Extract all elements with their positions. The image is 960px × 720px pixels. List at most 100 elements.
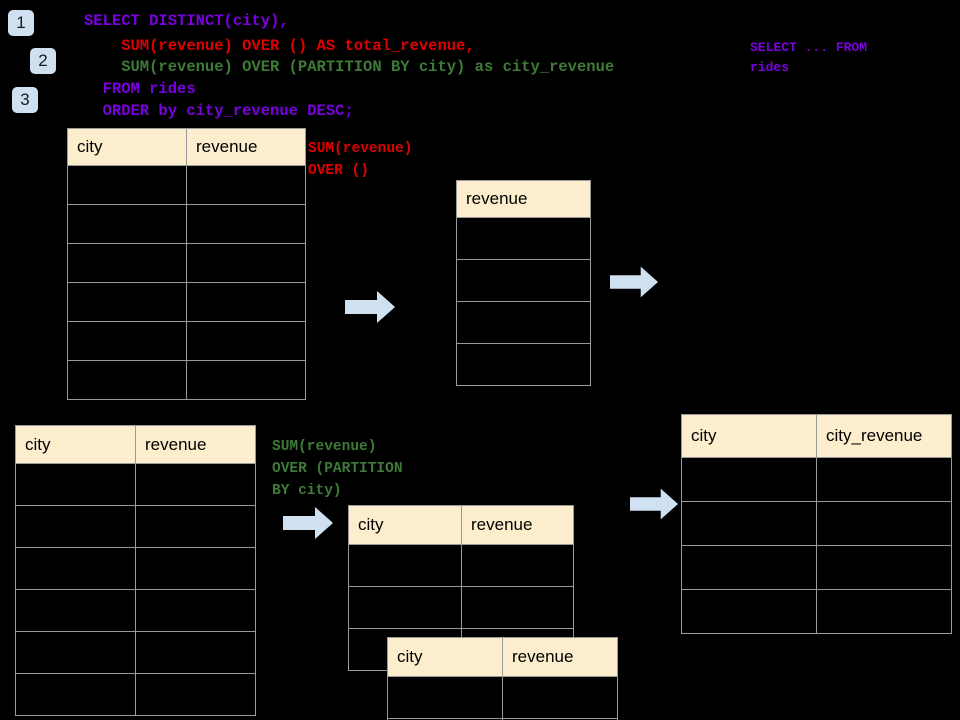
cell-revenue: [186, 282, 306, 322]
table-row: [456, 301, 591, 344]
cell-revenue: [186, 321, 306, 361]
table-row: [15, 673, 256, 716]
table-row: [387, 676, 618, 719]
cell-revenue: [135, 547, 256, 590]
column-header-city: city: [15, 425, 136, 464]
cell-revenue: [186, 243, 306, 283]
cell-revenue: [456, 343, 591, 386]
table-row: [456, 217, 591, 260]
table-row: [67, 321, 306, 361]
column-header-revenue: revenue: [461, 505, 574, 545]
cell-city: [15, 673, 136, 716]
column-header-city: city: [387, 637, 503, 677]
annotation-partition-window: SUM(revenue) OVER (PARTITION BY city): [272, 439, 403, 499]
cell-city: [67, 243, 187, 283]
column-header-city-revenue: city_revenue: [816, 414, 952, 458]
column-header-revenue: revenue: [135, 425, 256, 464]
cell-city: [15, 547, 136, 590]
table-row: [67, 360, 306, 400]
arrow-source-to-total: [345, 291, 395, 323]
cell-city: [681, 589, 817, 634]
cell-city: [348, 544, 462, 587]
table-row: [15, 589, 256, 632]
side-note-line-1: SELECT ... FROM: [750, 40, 868, 55]
step-badge-3: 3: [12, 87, 38, 113]
table-row: [67, 243, 306, 283]
table-row: [681, 589, 952, 634]
table-row: [681, 545, 952, 590]
table-row: [681, 457, 952, 502]
cell-city: [15, 589, 136, 632]
table-row: [15, 463, 256, 506]
sql-line-from: FROM rides: [84, 80, 196, 98]
cell-city: [67, 165, 187, 205]
table-total-revenue-result: revenue: [456, 180, 591, 386]
cell-city: [681, 545, 817, 590]
table-row: [67, 282, 306, 322]
column-header-revenue: revenue: [186, 128, 306, 166]
cell-revenue: [456, 301, 591, 344]
cell-revenue: [135, 631, 256, 674]
cell-revenue: [186, 165, 306, 205]
cell-city: [67, 204, 187, 244]
arrow-source-to-partition: [283, 507, 333, 539]
cell-city-revenue: [816, 545, 952, 590]
table-row: [15, 631, 256, 674]
cell-city-revenue: [816, 457, 952, 502]
cell-revenue: [135, 505, 256, 548]
cell-city: [15, 463, 136, 506]
cell-city: [15, 631, 136, 674]
cell-revenue: [186, 204, 306, 244]
table-header-row: revenue: [456, 180, 591, 218]
side-note-line-2: rides: [750, 60, 790, 75]
cell-revenue: [461, 544, 574, 587]
column-header-city: city: [67, 128, 187, 166]
column-header-city: city: [681, 414, 817, 458]
cell-revenue: [502, 676, 618, 719]
annotation-total-window: SUM(revenue) OVER (): [308, 141, 413, 179]
cell-city: [67, 282, 187, 322]
cell-city: [15, 505, 136, 548]
table-row: [15, 505, 256, 548]
cell-revenue: [461, 586, 574, 629]
table-header-row: city revenue: [67, 128, 306, 166]
table-row: [67, 204, 306, 244]
cell-city: [67, 321, 187, 361]
cell-city-revenue: [816, 589, 952, 634]
column-header-city: city: [348, 505, 462, 545]
table-header-row: city revenue: [15, 425, 256, 464]
sql-line-city-revenue: SUM(revenue) OVER (PARTITION BY city) as…: [84, 58, 615, 76]
cell-revenue: [502, 718, 618, 720]
table-row: [348, 544, 574, 587]
step-badge-1: 1: [8, 10, 34, 36]
table-header-row: city revenue: [387, 637, 618, 677]
sql-line-order-by: ORDER by city_revenue DESC;: [84, 102, 354, 120]
table-row: [387, 718, 618, 720]
table-row: [348, 586, 574, 629]
cell-revenue: [135, 673, 256, 716]
cell-city: [348, 586, 462, 629]
cell-revenue: [186, 360, 306, 400]
table-header-row: city city_revenue: [681, 414, 952, 458]
cell-city: [681, 501, 817, 546]
cell-revenue: [456, 259, 591, 302]
sql-line-total-revenue: SUM(revenue) OVER () AS total_revenue,: [84, 37, 475, 55]
cell-city: [681, 457, 817, 502]
sql-line-select: SELECT DISTINCT(city),: [84, 12, 289, 30]
cell-city: [387, 676, 503, 719]
cell-revenue: [135, 589, 256, 632]
cell-revenue: [135, 463, 256, 506]
column-header-revenue: revenue: [456, 180, 591, 218]
table-row: [15, 547, 256, 590]
table-partition-group-front: city revenue: [387, 637, 618, 720]
table-header-row: city revenue: [348, 505, 574, 545]
cell-city-revenue: [816, 501, 952, 546]
arrow-total-to-final: [610, 266, 658, 298]
table-row: [67, 165, 306, 205]
table-row: [681, 501, 952, 546]
table-city-revenue-result: city city_revenue: [681, 414, 952, 634]
table-row: [456, 343, 591, 386]
cell-city: [67, 360, 187, 400]
table-row: [456, 259, 591, 302]
